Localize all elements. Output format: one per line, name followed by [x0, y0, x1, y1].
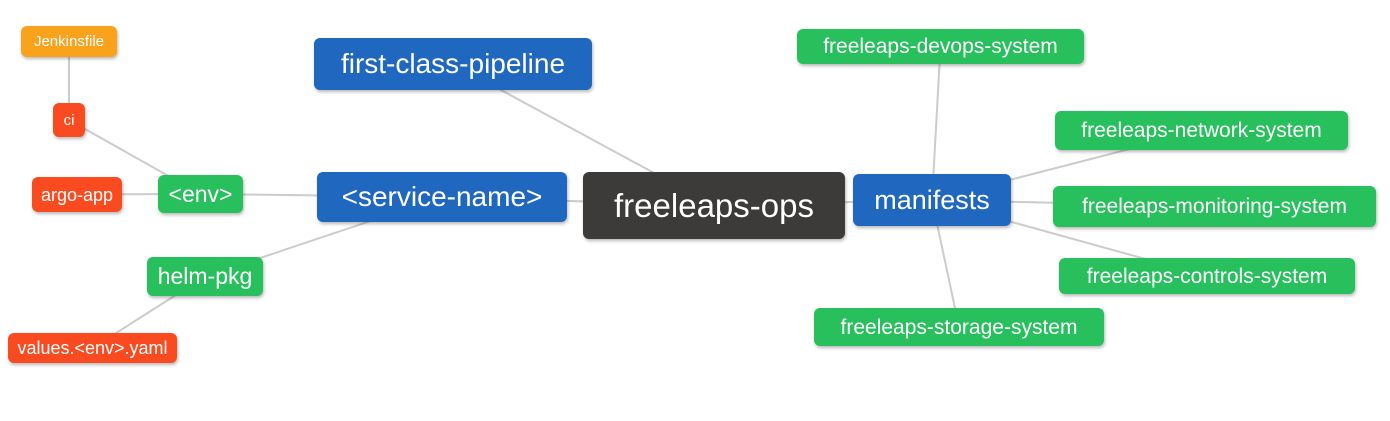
node-label-storage-system: freeleaps-storage-system — [840, 315, 1078, 339]
node-label-values-env-yaml: values.<env>.yaml — [17, 338, 168, 358]
node-env[interactable]: <env> — [158, 175, 243, 213]
node-label-monitoring-system: freeleaps-monitoring-system — [1082, 195, 1347, 218]
node-label-helm-pkg: helm-pkg — [157, 263, 253, 289]
node-label-argo-app: argo-app — [40, 184, 114, 205]
node-jenkinsfile[interactable]: Jenkinsfile — [21, 26, 117, 57]
node-network-system[interactable]: freeleaps-network-system — [1055, 111, 1348, 150]
node-label-devops-system: freeleaps-devops-system — [823, 35, 1058, 58]
node-monitoring-system[interactable]: freeleaps-monitoring-system — [1053, 186, 1376, 227]
node-controls-system[interactable]: freeleaps-controls-system — [1059, 258, 1355, 294]
node-label-service-name: <service-name> — [341, 181, 543, 212]
node-values-env-yaml[interactable]: values.<env>.yaml — [8, 333, 177, 363]
node-service-name[interactable]: <service-name> — [317, 172, 567, 222]
node-label-network-system: freeleaps-network-system — [1081, 119, 1322, 142]
node-first-class-pipeline[interactable]: first-class-pipeline — [314, 38, 592, 90]
node-label-manifests: manifests — [874, 184, 990, 215]
node-label-freeleaps-ops: freeleaps-ops — [614, 187, 814, 224]
node-helm-pkg[interactable]: helm-pkg — [147, 257, 263, 296]
node-argo-app[interactable]: argo-app — [32, 177, 122, 212]
node-manifests[interactable]: manifests — [853, 174, 1011, 226]
node-label-first-class-pipeline: first-class-pipeline — [340, 48, 566, 79]
node-storage-system[interactable]: freeleaps-storage-system — [814, 308, 1104, 346]
node-devops-system[interactable]: freeleaps-devops-system — [797, 29, 1084, 64]
node-freeleaps-ops[interactable]: freeleaps-ops — [583, 172, 845, 239]
node-label-controls-system: freeleaps-controls-system — [1086, 264, 1328, 288]
node-label-env: <env> — [168, 180, 233, 207]
node-label-jenkinsfile: Jenkinsfile — [33, 33, 105, 50]
node-ci[interactable]: ci — [53, 103, 85, 137]
node-label-ci: ci — [63, 111, 75, 129]
